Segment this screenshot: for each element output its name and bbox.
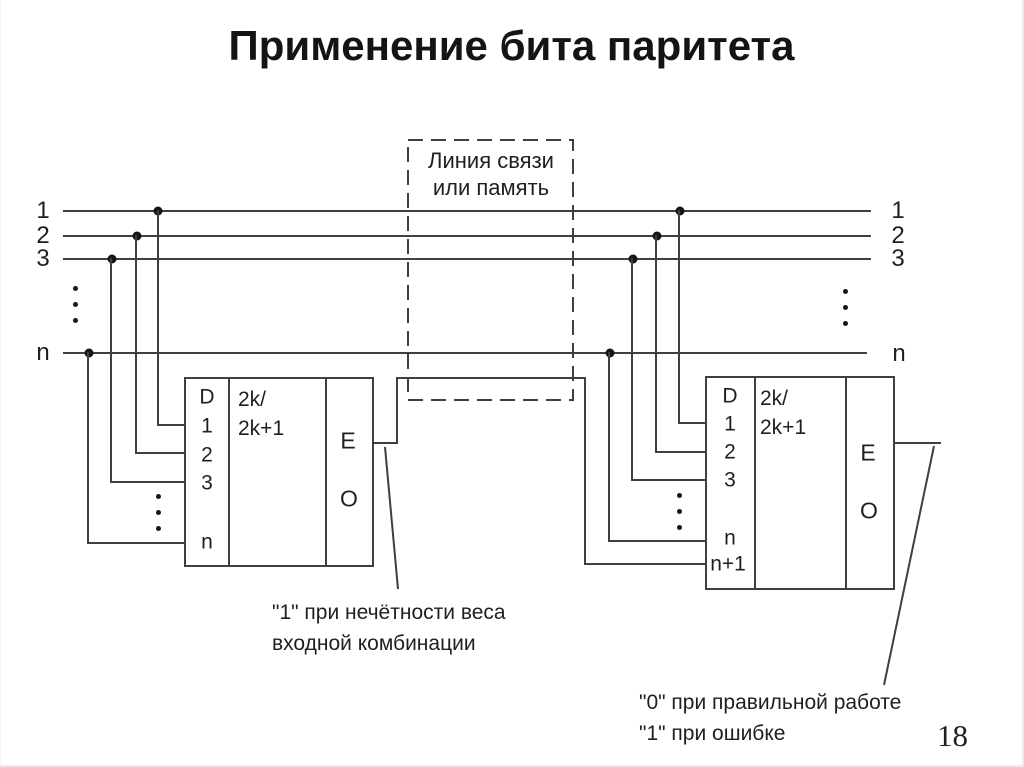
- checker-port-1: 1: [724, 412, 736, 436]
- checker-note: "0" при правильной работе "1" при ошибке: [639, 687, 901, 749]
- junction-left-n: [84, 348, 94, 358]
- checker-output-o: O: [860, 497, 878, 524]
- parity-out-stub: [374, 442, 398, 444]
- encoder-mode-line1: 2k/: [238, 388, 267, 411]
- junction-left-3: [107, 254, 117, 264]
- encoder-divider-2: [325, 377, 327, 567]
- bus-label-left-n: n: [36, 339, 50, 366]
- bus-label-right-n: n: [892, 340, 906, 367]
- ellipsis-right-margin: [843, 289, 848, 326]
- checker-port-3: 3: [724, 468, 736, 492]
- checker-output-stub: [894, 442, 941, 444]
- stub-checker-1: [678, 422, 706, 424]
- channel-caption-line1: Линия связи: [428, 148, 554, 173]
- checker-port-d: D: [722, 384, 738, 408]
- tap-right-3: [631, 258, 633, 481]
- stub-encoder-1: [157, 424, 185, 426]
- checker-mode: 2k/2k+1: [760, 384, 806, 442]
- page-number: 18: [937, 718, 968, 753]
- bus-label-left-2: 2: [36, 222, 50, 249]
- bus-line-n: [63, 352, 867, 354]
- parity-riser: [396, 378, 398, 444]
- encoder-block: [184, 377, 374, 567]
- stub-encoder-3: [110, 481, 185, 483]
- encoder-output-o: O: [340, 485, 358, 512]
- encoder-port-1: 1: [201, 414, 213, 438]
- encoder-output-e: E: [340, 427, 356, 454]
- ellipsis-left-margin: [73, 286, 78, 323]
- bus-line-3: [63, 258, 871, 260]
- bus-label-right-3: 3: [891, 245, 905, 272]
- ellipsis-checker-inputs: [677, 493, 682, 530]
- bus-label-left-1: 1: [36, 197, 50, 224]
- channel-caption: Линия связи или память: [408, 147, 574, 201]
- bus-line-1: [63, 210, 871, 212]
- stub-encoder-2: [135, 452, 185, 454]
- ellipsis-encoder-inputs: [156, 494, 161, 531]
- encoder-port-n: n: [201, 530, 213, 554]
- bus-label-right-2: 2: [891, 222, 905, 249]
- tap-right-2: [655, 235, 657, 453]
- tap-right-n: [608, 352, 610, 542]
- checker-divider-1: [754, 376, 756, 590]
- parity-channel-line: [396, 377, 586, 379]
- tap-left-3: [110, 258, 112, 483]
- bus-label-left-3: 3: [36, 245, 50, 272]
- tap-right-1: [678, 210, 680, 424]
- bus-label-right-1: 1: [891, 197, 905, 224]
- checker-output-e: E: [860, 439, 876, 466]
- encoder-mode-line2: 2k+1: [238, 417, 285, 440]
- tap-left-1: [157, 210, 159, 426]
- encoder-note: "1" при нечётности веса входной комбинац…: [272, 597, 506, 659]
- checker-port-n: n: [724, 526, 736, 550]
- stub-encoder-n: [87, 542, 185, 544]
- checker-note-line1: "0" при правильной работе: [639, 691, 902, 714]
- stub-checker-n: [608, 540, 706, 542]
- parity-in-stub: [584, 563, 706, 565]
- junction-right-n: [605, 348, 615, 358]
- checker-port-n1: n+1: [710, 552, 746, 576]
- junction-right-2: [652, 231, 662, 241]
- parity-drop: [584, 377, 586, 565]
- checker-mode-line2: 2k+1: [760, 416, 807, 439]
- encoder-port-d: D: [199, 385, 215, 409]
- stub-checker-3: [631, 479, 706, 481]
- checker-port-2: 2: [724, 440, 736, 464]
- encoder-note-line2: входной комбинации: [272, 632, 476, 655]
- encoder-mode: 2k/2k+1: [238, 385, 284, 443]
- channel-caption-line2: или память: [432, 175, 550, 200]
- encoder-note-line1: "1" при нечётности веса: [272, 601, 506, 624]
- stub-checker-2: [655, 451, 706, 453]
- checker-mode-line1: 2k/: [760, 387, 789, 410]
- encoder-divider-1: [228, 377, 230, 567]
- slide-title: Применение бита паритета: [228, 22, 795, 69]
- encoder-port-2: 2: [201, 443, 213, 467]
- encoder-port-3: 3: [201, 471, 213, 495]
- encoder-note-leader-line: [384, 446, 399, 590]
- tap-left-2: [135, 235, 137, 454]
- junction-right-1: [675, 206, 685, 216]
- bus-line-2: [63, 235, 871, 237]
- checker-divider-2: [845, 376, 847, 590]
- junction-right-3: [628, 254, 638, 264]
- tap-left-n: [87, 352, 89, 544]
- checker-note-line2: "1" при ошибке: [639, 722, 786, 745]
- junction-left-2: [132, 231, 142, 241]
